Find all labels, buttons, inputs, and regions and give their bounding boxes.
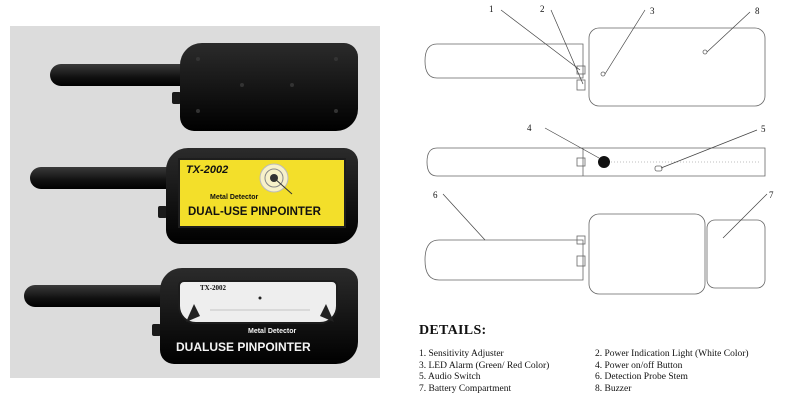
detail-item: 1. Sensitivity Adjuster <box>419 349 504 359</box>
detail-item: 5. Audio Switch <box>419 372 481 382</box>
power-button-dot <box>598 156 610 168</box>
device-label-middle: TX-2002 Metal Detector DUAL-USE PINPOINT… <box>178 158 346 228</box>
probe-outline-top <box>424 43 584 79</box>
device-label-bottom: TX-2002 <box>178 280 338 324</box>
target-icon <box>259 163 293 195</box>
product-name-label: DUALUSE PINPOINTER <box>176 340 311 354</box>
subtitle-label: Metal Detector <box>248 328 297 335</box>
probe-stem-bottom <box>24 285 194 307</box>
model-label: TX-2002 <box>200 284 227 292</box>
product-name-label: DUAL-USE PINPOINTER <box>188 206 321 218</box>
side-button-top <box>172 92 181 104</box>
probe-stem-middle <box>30 167 200 189</box>
probe-stem-top <box>50 64 200 86</box>
device-body-bottom: TX-2002 Metal Detector DUALUSE PINPOINTE… <box>160 268 358 364</box>
probe-outline-bottom <box>424 239 584 281</box>
model-label: TX-2002 <box>186 164 229 176</box>
battery-compartment-outline <box>706 219 766 289</box>
label-artwork <box>186 296 334 322</box>
side-view-outline <box>426 147 766 177</box>
details-list: 1. Sensitivity Adjuster 2. Power Indicat… <box>419 349 799 395</box>
detail-item: 7. Battery Compartment <box>419 383 512 394</box>
callout-5: 5 <box>761 124 766 134</box>
callout-6: 6 <box>433 190 438 200</box>
detail-item: 8. Buzzer <box>595 383 632 394</box>
device-body-top <box>180 43 358 131</box>
callout-4: 4 <box>527 123 532 133</box>
side-button-bottom <box>152 324 161 336</box>
detail-item: 3. LED Alarm (Green/ Red Color) <box>419 360 550 371</box>
callout-8: 8 <box>755 6 760 16</box>
parts-diagram: 1 2 3 8 4 5 6 7 <box>424 4 774 295</box>
callout-2: 2 <box>540 4 545 14</box>
callout-7: 7 <box>769 190 774 200</box>
details-section: DETAILS: 1. Sensitivity Adjuster 2. Powe… <box>419 323 799 395</box>
details-title: DETAILS: <box>419 323 487 338</box>
detail-item: 6. Detection Probe Stem <box>595 372 688 382</box>
detail-item: 4. Power on/off Button <box>595 360 683 371</box>
callout-3: 3 <box>650 6 655 16</box>
side-button-middle <box>158 206 167 218</box>
product-photo: TX-2002 Metal Detector DUAL-USE PINPOINT… <box>10 26 380 378</box>
subtitle-label: Metal Detector <box>210 194 259 201</box>
detail-item: 2. Power Indication Light (White Color) <box>595 349 749 359</box>
device-body-middle: TX-2002 Metal Detector DUAL-USE PINPOINT… <box>166 148 358 244</box>
housing-outline-top <box>588 27 766 107</box>
housing-outline-bottom <box>588 213 706 295</box>
callout-1: 1 <box>489 4 494 14</box>
